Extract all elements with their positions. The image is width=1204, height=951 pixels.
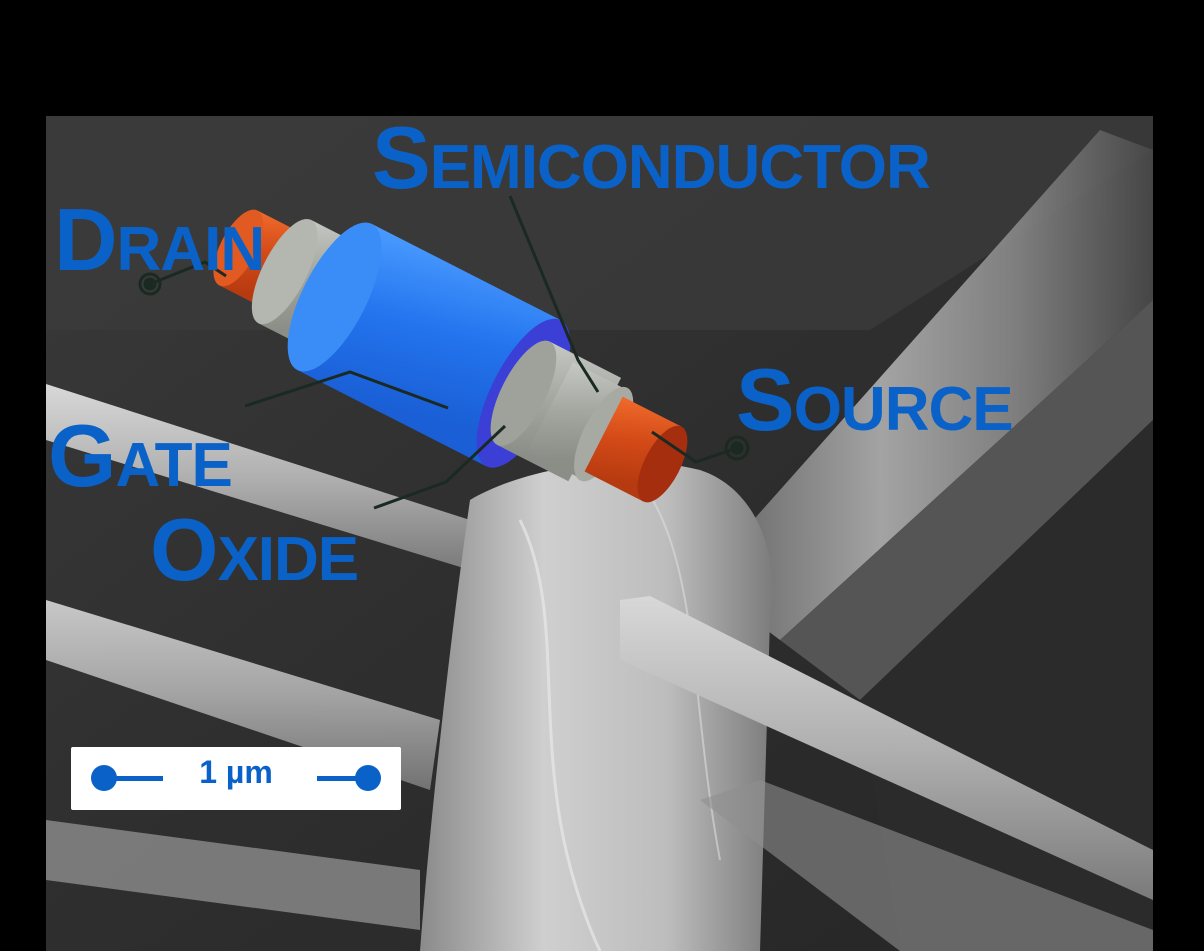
gate-leader-line — [244, 370, 449, 410]
sem-image — [46, 116, 1153, 951]
drain-label: Drain — [54, 190, 265, 289]
scale-bar-right-dot — [355, 765, 381, 791]
source-semiconductor-segment — [584, 396, 688, 503]
gate-label: Gate — [48, 406, 233, 505]
leader-lines — [138, 195, 750, 510]
scale-bar-text: 1 µm — [199, 754, 273, 790]
source-terminal-icon — [724, 435, 750, 461]
semiconductor-leader-line — [508, 195, 600, 393]
scale-bar: 1 µm — [71, 747, 401, 810]
drain-terminal-icon — [138, 272, 162, 296]
scale-bar-left-line — [107, 776, 163, 781]
scale-bar-right-line — [317, 776, 373, 781]
semiconductor-label: Semiconductor — [372, 108, 931, 207]
drain-leader-line — [149, 260, 227, 286]
oxide-label: Oxide — [150, 500, 359, 599]
source-leader-line — [651, 430, 738, 464]
source-label: Source — [736, 350, 1014, 449]
oxide-leader-line — [373, 424, 507, 510]
nanowire-transistor — [213, 209, 688, 503]
